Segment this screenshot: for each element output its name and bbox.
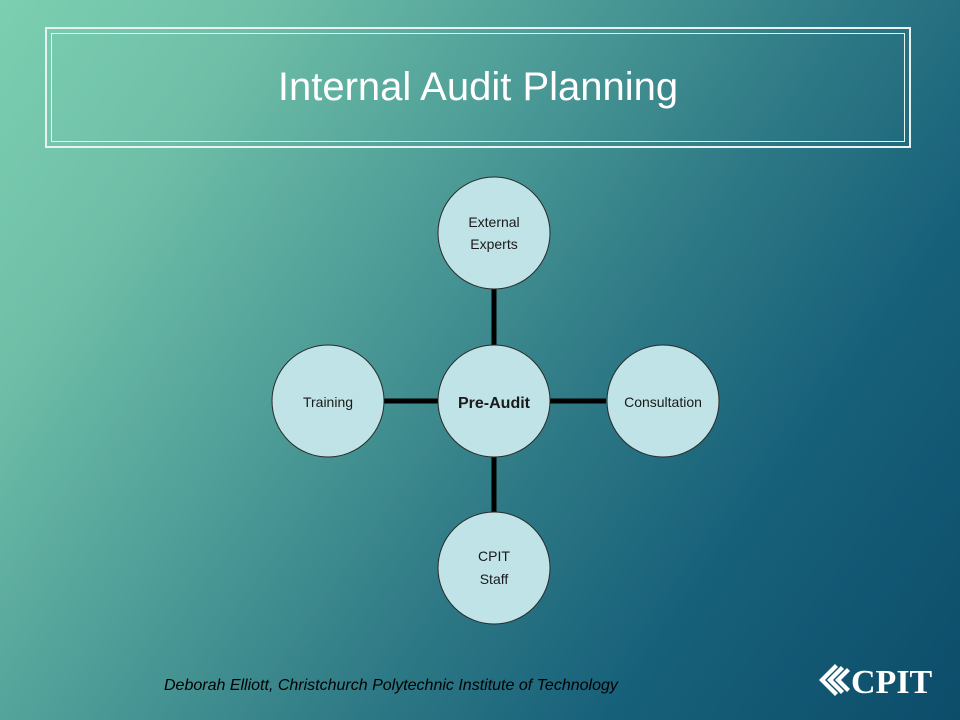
slide-title: Internal Audit Planning — [277, 65, 679, 109]
node-consultation: Consultation — [606, 344, 720, 458]
node-cpit-staff: CPIT Staff — [437, 511, 551, 625]
node-external-experts-line2: Experts — [470, 236, 517, 252]
cpit-logo-text: CPIT — [851, 664, 933, 701]
node-consultation-label: Consultation — [624, 394, 702, 410]
node-cpit-staff-line2: Staff — [480, 571, 509, 587]
cpit-logo-mark — [819, 664, 850, 696]
center-node-label: Pre-Audit — [458, 395, 531, 412]
footer-credit: Deborah Elliott, Christchurch Polytechni… — [164, 677, 618, 694]
title-frame-inner-border — [51, 33, 905, 142]
cpit-logo: CPIT — [819, 664, 933, 701]
node-cpit-staff-line1: CPIT — [478, 548, 510, 564]
center-node: Pre-Audit — [437, 344, 551, 458]
node-external-experts-line1: External — [468, 214, 519, 230]
node-training: Training — [271, 344, 385, 458]
node-training-label: Training — [303, 394, 353, 410]
node-external-experts: External Experts — [437, 176, 551, 290]
title-frame: Internal Audit Planning — [45, 27, 911, 148]
